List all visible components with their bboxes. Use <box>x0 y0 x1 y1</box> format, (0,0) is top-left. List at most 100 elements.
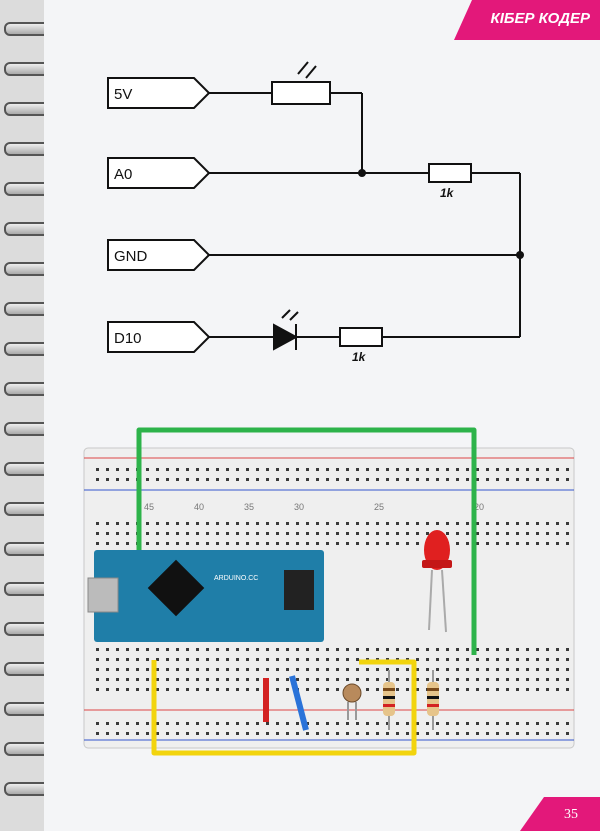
breadboard-hole <box>326 468 329 471</box>
breadboard-hole <box>346 722 349 725</box>
breadboard-hole <box>466 732 469 735</box>
breadboard-hole <box>386 478 389 481</box>
breadboard-hole <box>266 722 269 725</box>
breadboard-hole <box>486 732 489 735</box>
breadboard-hole <box>496 468 499 471</box>
breadboard-hole <box>546 722 549 725</box>
breadboard-hole <box>526 532 529 535</box>
breadboard-hole <box>146 722 149 725</box>
breadboard-hole <box>186 648 189 651</box>
breadboard-hole <box>236 668 239 671</box>
breadboard-hole <box>456 732 459 735</box>
page-header-title: КІБЕР КОДЕР <box>490 10 590 27</box>
breadboard-hole <box>556 678 559 681</box>
circuit-schematic: 5V A0 GND D10 1k 1k <box>107 61 524 364</box>
breadboard-hole <box>566 678 569 681</box>
breadboard-hole <box>356 658 359 661</box>
resistor-label-2: 1k <box>352 350 367 364</box>
breadboard-hole <box>166 658 169 661</box>
breadboard-hole <box>136 658 139 661</box>
breadboard-hole <box>396 542 399 545</box>
breadboard-hole <box>336 468 339 471</box>
breadboard-hole <box>166 688 169 691</box>
breadboard-hole <box>516 522 519 525</box>
junction-dot-gnd <box>516 251 524 259</box>
breadboard-hole <box>466 478 469 481</box>
breadboard-hole <box>346 522 349 525</box>
breadboard-hole <box>406 722 409 725</box>
breadboard-hole <box>316 688 319 691</box>
breadboard-hole <box>386 678 389 681</box>
breadboard-hole <box>366 668 369 671</box>
photoresistor-symbol <box>271 81 331 105</box>
breadboard-hole <box>276 522 279 525</box>
breadboard-hole <box>406 532 409 535</box>
breadboard-hole <box>516 688 519 691</box>
breadboard-hole <box>306 648 309 651</box>
breadboard-hole <box>106 732 109 735</box>
breadboard-hole <box>546 732 549 735</box>
breadboard-hole <box>346 658 349 661</box>
breadboard-hole <box>296 532 299 535</box>
breadboard-hole <box>456 522 459 525</box>
breadboard-hole <box>486 678 489 681</box>
breadboard-hole <box>176 732 179 735</box>
breadboard-hole <box>436 478 439 481</box>
page-number-band <box>520 797 600 831</box>
breadboard-hole <box>256 532 259 535</box>
breadboard-hole <box>316 468 319 471</box>
resistor-symbol-2 <box>339 327 383 347</box>
column-number: 35 <box>244 502 254 512</box>
breadboard-hole <box>396 732 399 735</box>
breadboard-hole <box>326 522 329 525</box>
breadboard-hole <box>176 688 179 691</box>
breadboard-hole <box>556 648 559 651</box>
breadboard-hole <box>176 678 179 681</box>
pin-label-a0: A0 <box>114 166 132 183</box>
breadboard-hole <box>546 678 549 681</box>
breadboard-hole <box>146 688 149 691</box>
breadboard-hole <box>156 522 159 525</box>
breadboard-hole <box>216 658 219 661</box>
breadboard-hole <box>476 678 479 681</box>
breadboard-hole <box>376 532 379 535</box>
breadboard-hole <box>476 668 479 671</box>
breadboard-hole <box>386 668 389 671</box>
breadboard-hole <box>386 468 389 471</box>
breadboard-hole <box>276 732 279 735</box>
breadboard-hole <box>96 668 99 671</box>
breadboard-hole <box>456 658 459 661</box>
breadboard-hole <box>236 532 239 535</box>
pin-flag-a0 <box>107 157 211 189</box>
breadboard-hole <box>416 722 419 725</box>
breadboard-hole <box>216 668 219 671</box>
breadboard-hole <box>176 648 179 651</box>
breadboard-hole <box>196 678 199 681</box>
breadboard-hole <box>476 688 479 691</box>
breadboard-hole <box>116 542 119 545</box>
breadboard-hole <box>106 522 109 525</box>
pin-flag-gnd <box>107 239 211 271</box>
breadboard-hole <box>246 668 249 671</box>
breadboard-hole <box>336 688 339 691</box>
breadboard-hole <box>296 732 299 735</box>
breadboard-hole <box>496 678 499 681</box>
breadboard-hole <box>326 688 329 691</box>
breadboard-hole <box>136 688 139 691</box>
breadboard-hole <box>176 522 179 525</box>
breadboard-hole <box>366 688 369 691</box>
breadboard-hole <box>386 722 389 725</box>
breadboard-hole <box>206 542 209 545</box>
breadboard-hole <box>206 722 209 725</box>
breadboard-hole <box>216 648 219 651</box>
breadboard-hole <box>506 732 509 735</box>
breadboard-hole <box>486 468 489 471</box>
breadboard-hole <box>306 688 309 691</box>
breadboard-hole <box>566 468 569 471</box>
breadboard-hole <box>366 468 369 471</box>
breadboard-hole <box>346 532 349 535</box>
breadboard-hole <box>176 478 179 481</box>
breadboard-hole <box>146 658 149 661</box>
breadboard-hole <box>126 468 129 471</box>
breadboard-hole <box>356 722 359 725</box>
